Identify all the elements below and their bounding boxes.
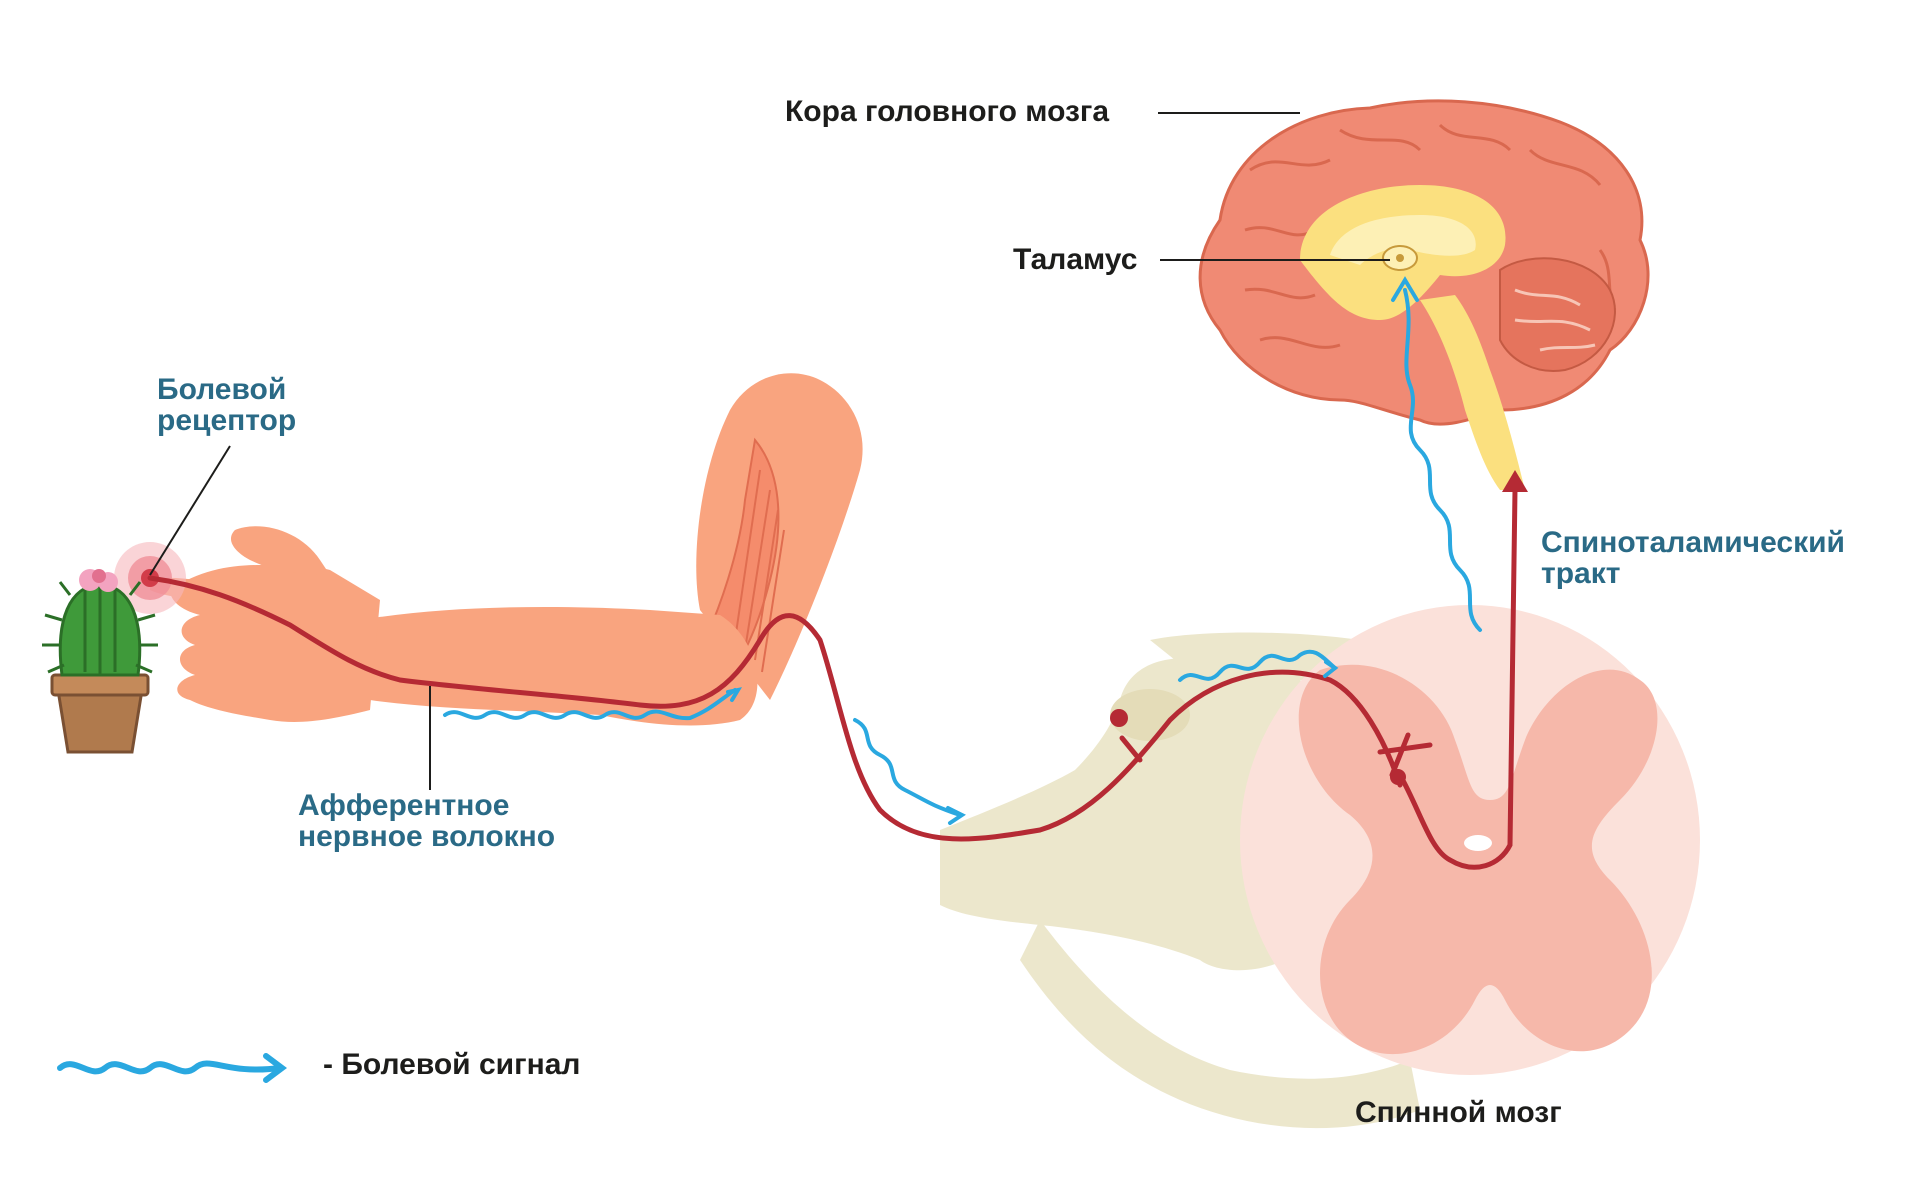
pain-receptor-label-line-2: рецептор <box>157 404 297 437</box>
pain-receptor-label: Болевой рецептор <box>157 374 296 436</box>
cactus <box>42 569 158 754</box>
legend-label: - Болевой сигнал <box>323 1048 581 1081</box>
spinal-cord-section <box>1240 605 1700 1075</box>
afferent-fiber-label: Афферентное нервное волокно <box>298 790 555 852</box>
spinothalamic-tract-label-line-2: тракт <box>1541 557 1621 590</box>
thalamus-label: Таламус <box>1013 243 1138 276</box>
tract-arrowhead <box>1502 470 1528 492</box>
cortex-label: Кора головного мозга <box>785 95 1110 128</box>
wavy-arrow-icon <box>57 1053 287 1083</box>
spinothalamic-tract-label: Спиноталамический тракт <box>1541 527 1845 589</box>
leader-lines <box>149 112 1390 790</box>
spinothalamic-tract-label-line-1: Спиноталамический <box>1541 526 1845 559</box>
spinal-cord-label: Спинной мозг <box>1355 1096 1562 1129</box>
nerve-pathway <box>147 487 1518 870</box>
afferent-fiber-label-line-2: нервное волокно <box>298 820 556 853</box>
brain <box>1198 99 1650 490</box>
pain-receptor-label-line-1: Болевой <box>157 373 287 406</box>
ganglion-cell-body <box>1110 709 1128 727</box>
afferent-fiber-label-line-1: Афферентное <box>298 789 510 822</box>
interneuron-cell-body <box>1390 769 1406 785</box>
pain-signal-waves <box>443 276 1482 825</box>
